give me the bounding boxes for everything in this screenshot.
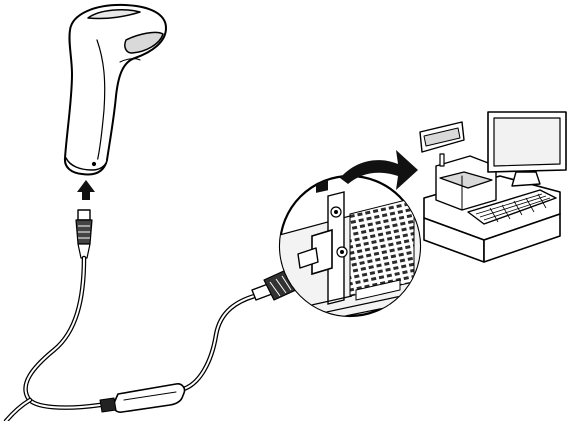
- insert-into-terminal-arrow: [340, 150, 418, 190]
- insert-plug-into-scanner-arrow: [77, 180, 95, 200]
- scanner-end-connector: [75, 209, 93, 259]
- pos-terminal-port-closeup: [278, 174, 422, 318]
- pos-terminal: [419, 111, 567, 263]
- scanner-cable: [3, 255, 265, 421]
- cable-junction-box: [99, 383, 186, 413]
- handheld-barcode-scanner: [63, 3, 167, 176]
